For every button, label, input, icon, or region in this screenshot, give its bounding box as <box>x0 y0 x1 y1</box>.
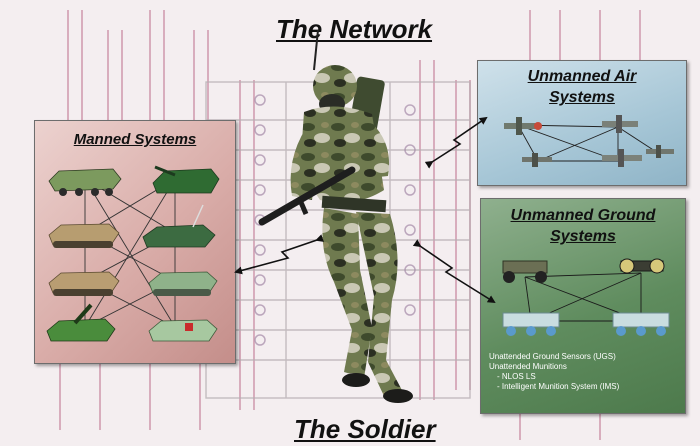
manned-systems-title: Manned Systems <box>73 131 197 148</box>
link-arrow-manned <box>234 234 324 275</box>
uav-icons <box>504 115 674 167</box>
soldier-title: The Soldier <box>294 414 436 444</box>
manned-systems-panel: Manned Systems <box>34 120 236 364</box>
manned-vehicles-graphic <box>46 165 220 342</box>
ugv-graphic <box>502 258 670 336</box>
unmanned-air-systems-panel: Unmanned Air Systems <box>477 60 687 186</box>
ugs-note-nlos: - NLOS LS <box>497 372 536 381</box>
ugv-icons <box>502 258 670 336</box>
link-arrow-uas <box>424 116 488 169</box>
network-title: The Network <box>276 14 433 44</box>
ugs-note-ims: - Intelligent Munition System (IMS) <box>497 382 620 391</box>
ugs-notes: Unattended Ground Sensors (UGS) Unattend… <box>489 352 619 392</box>
ugs-title: Unmanned Ground Systems <box>481 205 685 247</box>
ugs-title-line1: Unmanned Ground <box>510 207 656 224</box>
link-arrow-ugs <box>412 239 496 304</box>
uas-title: Unmanned Air Systems <box>478 66 686 108</box>
uas-title-line1: Unmanned Air <box>527 68 637 85</box>
ugs-title-line2: Systems <box>550 228 616 245</box>
uas-title-line2: Systems <box>549 89 615 106</box>
vehicle-icons <box>46 165 220 342</box>
uas-graphic <box>504 115 674 167</box>
ugs-note-sensors: Unattended Ground Sensors (UGS) <box>489 352 616 361</box>
ugs-note-munitions: Unattended Munitions <box>489 362 567 371</box>
unmanned-ground-systems-panel: Unmanned Ground Systems Unattended Groun… <box>480 198 686 414</box>
